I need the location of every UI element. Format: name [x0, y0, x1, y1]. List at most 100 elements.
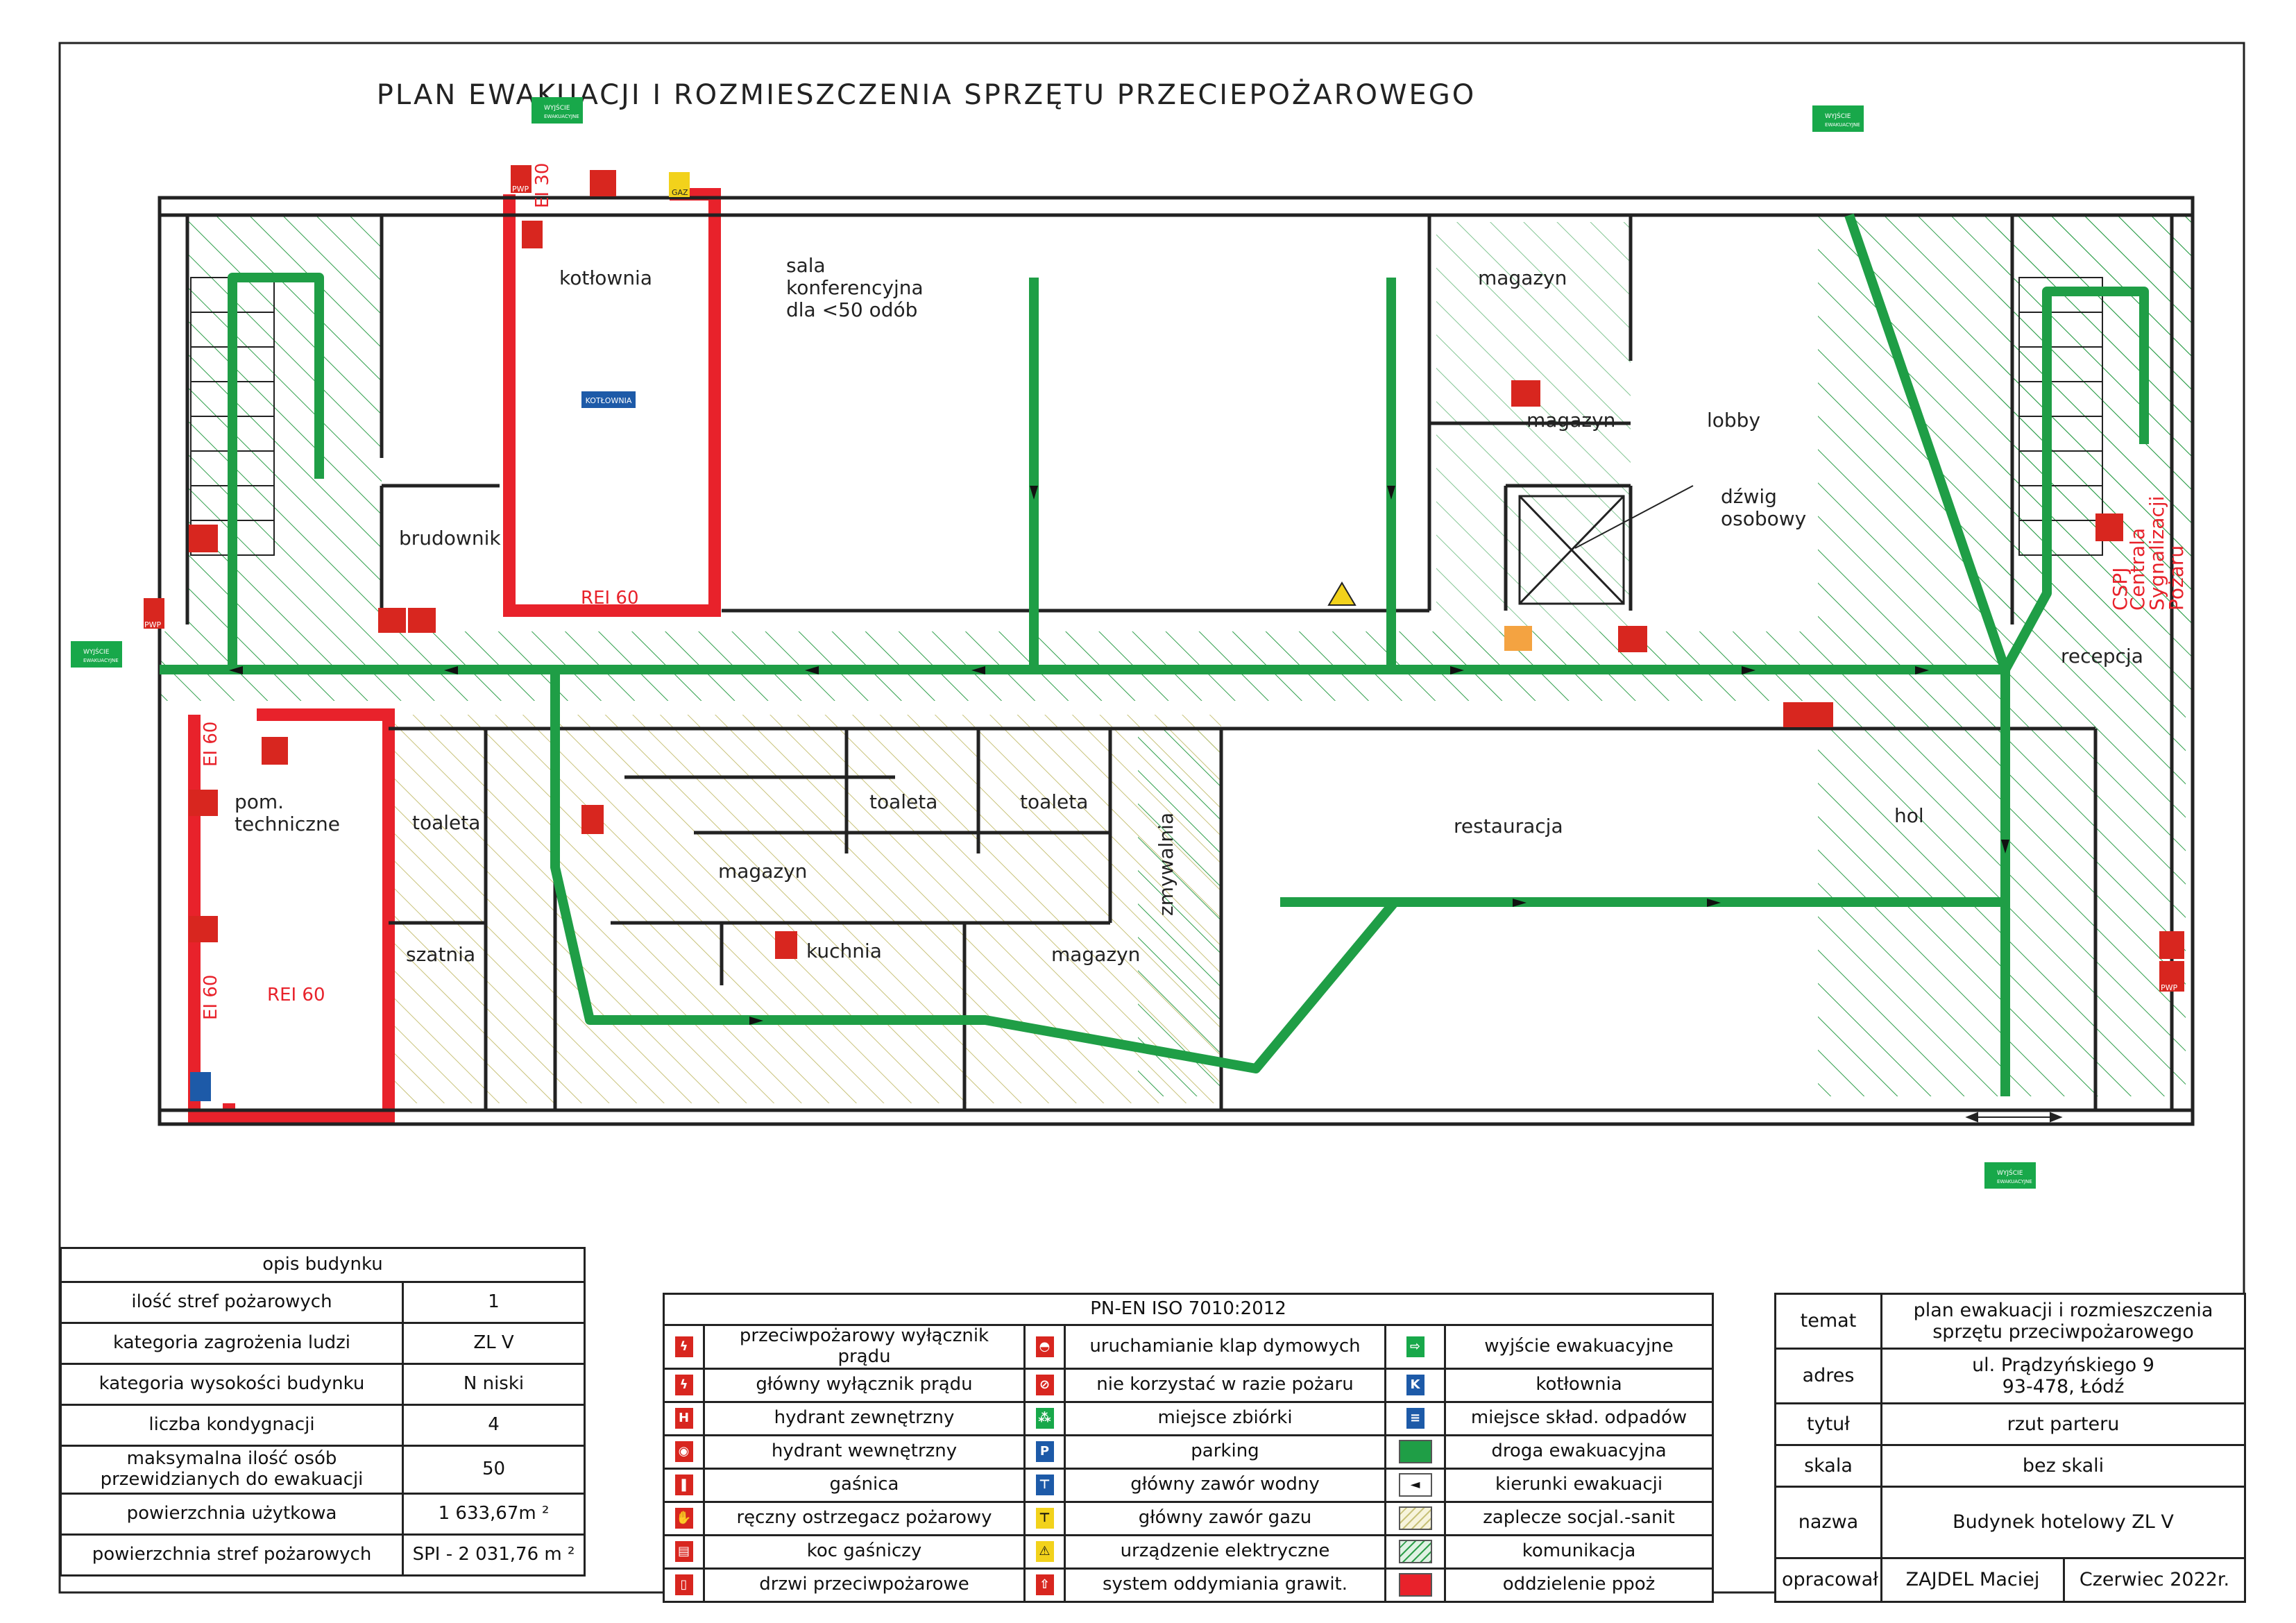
extinguisher-icon	[590, 170, 616, 196]
opracowal-label: opracował	[1774, 1557, 1882, 1603]
entrance-arrow	[1965, 1112, 2063, 1123]
legend-text: zaplecze socjal.-sanit	[1443, 1500, 1715, 1536]
legend-text: komunikacja	[1443, 1533, 1715, 1570]
legend-text: kierunki ewakuacji	[1443, 1467, 1715, 1503]
tytul-label: tytuł	[1774, 1402, 1882, 1446]
label-dzwig-2: osobowy	[1721, 507, 1806, 530]
legend-symbol: ⚠	[1023, 1533, 1066, 1570]
nazwa-value: Budynek hotelowy ZL V	[1880, 1486, 2246, 1559]
glowny-wylacznik-icon: ϟ	[674, 1375, 693, 1396]
elevator-shaft	[1518, 485, 1694, 605]
extinguisher-icon	[189, 790, 218, 816]
wyjscie-icon: ⇨	[1406, 1336, 1425, 1357]
oddzielenie-icon	[1398, 1573, 1432, 1597]
other-symbols	[190, 172, 1357, 1101]
extinguisher-icon	[522, 221, 543, 248]
legend-text: wyjście ewakuacyjne	[1443, 1324, 1715, 1370]
room-toaleta-mid2: toaleta	[1020, 790, 1088, 813]
svg-text:WYJŚCIE: WYJŚCIE	[83, 647, 110, 656]
gasnica-icon: ❚	[674, 1475, 693, 1496]
csp-text-3: Pożaru	[2165, 545, 2188, 611]
info-label: powierzchnia stref pożarowych	[60, 1533, 404, 1577]
info-value: 1 633,67m ²	[401, 1493, 586, 1536]
exit-sign-top-left: WYJŚCIE EWAKUACYJNE	[532, 97, 583, 124]
building-info-header: opis budynku	[59, 1247, 586, 1283]
hydrant-zewnetrzny-icon: H	[674, 1408, 693, 1429]
zawor-wodny-icon: ⊤	[1035, 1475, 1054, 1496]
pwp-icon	[2159, 961, 2184, 992]
author: ZAJDEL Maciej	[1880, 1557, 2065, 1603]
csp-label: CSPJ Centrala Sygnalizacji Pożaru	[2109, 496, 2188, 611]
legend-symbol	[1384, 1434, 1446, 1470]
csp-text-1: Centrala	[2126, 528, 2149, 611]
legend-text: parking	[1064, 1434, 1386, 1470]
rating-ei30: EI 30	[532, 163, 553, 208]
staircase-right	[2018, 277, 2103, 556]
extinguisher-icon	[581, 805, 604, 834]
room-pom-2: techniczne	[235, 813, 340, 835]
fire-separation-walls	[188, 188, 721, 1123]
legend-text: ręczny ostrzegacz pożarowy	[703, 1500, 1026, 1536]
room-magazyn-top: magazyn	[1478, 266, 1567, 289]
legend-symbol	[1384, 1567, 1446, 1603]
hydrant-icon	[408, 608, 436, 633]
legend-text: nie korzystać w razie pożaru	[1064, 1367, 1386, 1403]
room-pom-1: pom.	[235, 790, 284, 813]
nie-korzystac-icon: ⊘	[1035, 1375, 1054, 1396]
room-kotlownia: kotłownia	[559, 266, 652, 289]
legend-symbol: ϟ	[663, 1324, 705, 1370]
svg-text:EWAKUACYJNE: EWAKUACYJNE	[1997, 1179, 2032, 1184]
fire-ratings: EI 30 REI 60 EI 60 EI 60 REI 60	[201, 163, 639, 1020]
legend-text: przeciwpożarowy wyłącznik prądu	[703, 1324, 1026, 1370]
skala-label: skala	[1774, 1444, 1882, 1488]
rating-ei60-b: EI 60	[201, 975, 221, 1020]
info-label: powierzchnia użytkowa	[60, 1493, 404, 1536]
room-sala-2: konferencyjna	[786, 276, 924, 299]
odpady-icon: ≡	[1406, 1408, 1425, 1429]
legend-symbol: ❚	[663, 1467, 705, 1503]
gas-valve-icon	[669, 172, 690, 197]
electrical-device-icon	[1327, 581, 1357, 606]
room-sala-3: dla <50 odób	[786, 298, 917, 321]
info-value: SPI - 2 031,76 m ²	[401, 1533, 586, 1577]
legend-symbol: ▤	[663, 1533, 705, 1570]
extinguisher-icon	[189, 525, 218, 552]
exit-signs: WYJŚCIE EWAKUACYJNE WYJŚCIE EWAKUACYJNE WY…	[71, 97, 2036, 1189]
svg-text:GAZ: GAZ	[672, 188, 688, 197]
svg-text:WYJŚCIE: WYJŚCIE	[1997, 1169, 2023, 1177]
legend-text: droga ewakuacyjna	[1443, 1434, 1715, 1470]
legend-symbol: ⊤	[1023, 1500, 1066, 1536]
svg-text:EWAKUACYJNE: EWAKUACYJNE	[544, 114, 579, 119]
room-toaleta-mid1: toaleta	[869, 790, 937, 813]
room-magazyn-left: magazyn	[718, 860, 807, 883]
legend-text: hydrant zewnętrzny	[703, 1400, 1026, 1436]
hydrant-icon	[1783, 702, 1833, 727]
room-toaleta-left: toaleta	[412, 811, 480, 834]
info-label: kategoria wysokości budynku	[60, 1363, 404, 1406]
svg-text:PWP: PWP	[512, 185, 529, 194]
svg-text:WYJŚCIE: WYJŚCIE	[544, 103, 570, 112]
legend-text: system oddymiania grawit.	[1064, 1567, 1386, 1603]
info-label: ilość stref pożarowych	[60, 1281, 404, 1324]
legend-text: główny zawór gazu	[1064, 1500, 1386, 1536]
info-value: N niski	[401, 1363, 586, 1406]
wylacznik-pradu-icon: ϟ	[674, 1336, 693, 1357]
tytul-value: rzut parteru	[1880, 1402, 2246, 1446]
kierunek-icon: ◄	[1398, 1473, 1432, 1497]
extinguisher-icon	[2159, 931, 2184, 959]
ostrzegacz-icon: ✋	[674, 1508, 693, 1529]
legend-symbol: ▯	[663, 1567, 705, 1603]
legend-symbol: ⊤	[1023, 1467, 1066, 1503]
komunikacja-icon	[1398, 1540, 1432, 1564]
legend-symbol: ✋	[663, 1500, 705, 1536]
legend-symbol: ◓	[1023, 1324, 1066, 1370]
oddymianie-icon: ⇧	[1035, 1574, 1054, 1596]
legend-symbol: ≡	[1384, 1400, 1446, 1436]
droga-ewakuacyjna-icon	[1398, 1440, 1432, 1464]
legend-text: główny zawór wodny	[1064, 1467, 1386, 1503]
